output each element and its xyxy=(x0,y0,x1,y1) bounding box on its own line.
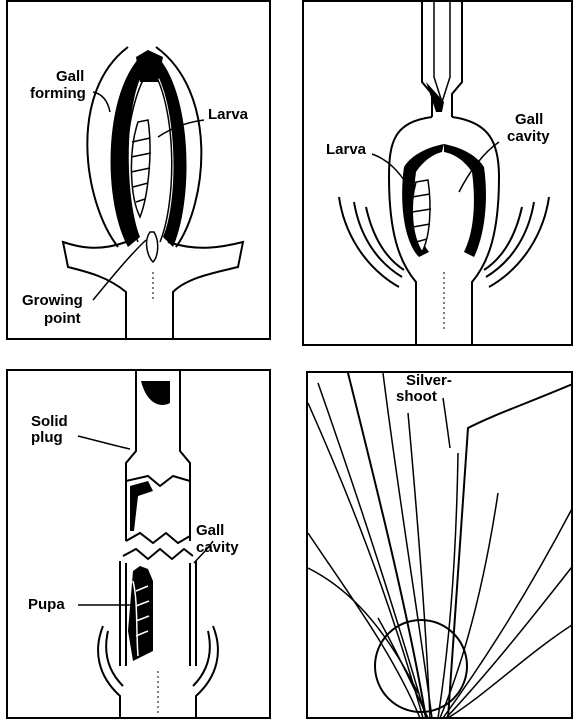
label-growing-point-2: point xyxy=(44,311,81,326)
label-gall-forming-2: forming xyxy=(30,86,86,101)
label-silver-shoot-2: shoot xyxy=(396,389,437,404)
panel-silver-shoot: Silver- shoot xyxy=(306,371,573,719)
label-larva: Larva xyxy=(208,107,248,122)
label-gall-cavity-1: Gall xyxy=(515,112,543,127)
panel-pupa: Solid plug Gall cavity Pupa xyxy=(6,369,271,719)
label-growing-point-1: Growing xyxy=(22,293,83,308)
label-gall-cavity-3-1: Gall xyxy=(196,523,224,538)
panel-gall-forming: Gall forming Larva Growing point xyxy=(6,0,271,340)
label-larva-2: Larva xyxy=(326,142,366,157)
label-solid-plug-1: Solid xyxy=(31,414,68,429)
silver-shoot-drawing xyxy=(308,373,573,719)
gall-cavity-drawing xyxy=(304,2,573,346)
label-solid-plug-2: plug xyxy=(31,430,63,445)
gall-forming-drawing xyxy=(8,2,271,340)
label-pupa: Pupa xyxy=(28,597,65,612)
label-gall-cavity-2: cavity xyxy=(507,129,550,144)
label-silver-shoot-1: Silver- xyxy=(406,373,452,388)
label-gall-forming-1: Gall xyxy=(56,69,84,84)
panel-gall-cavity: Larva Gall cavity xyxy=(302,0,573,346)
label-gall-cavity-3-2: cavity xyxy=(196,540,239,555)
